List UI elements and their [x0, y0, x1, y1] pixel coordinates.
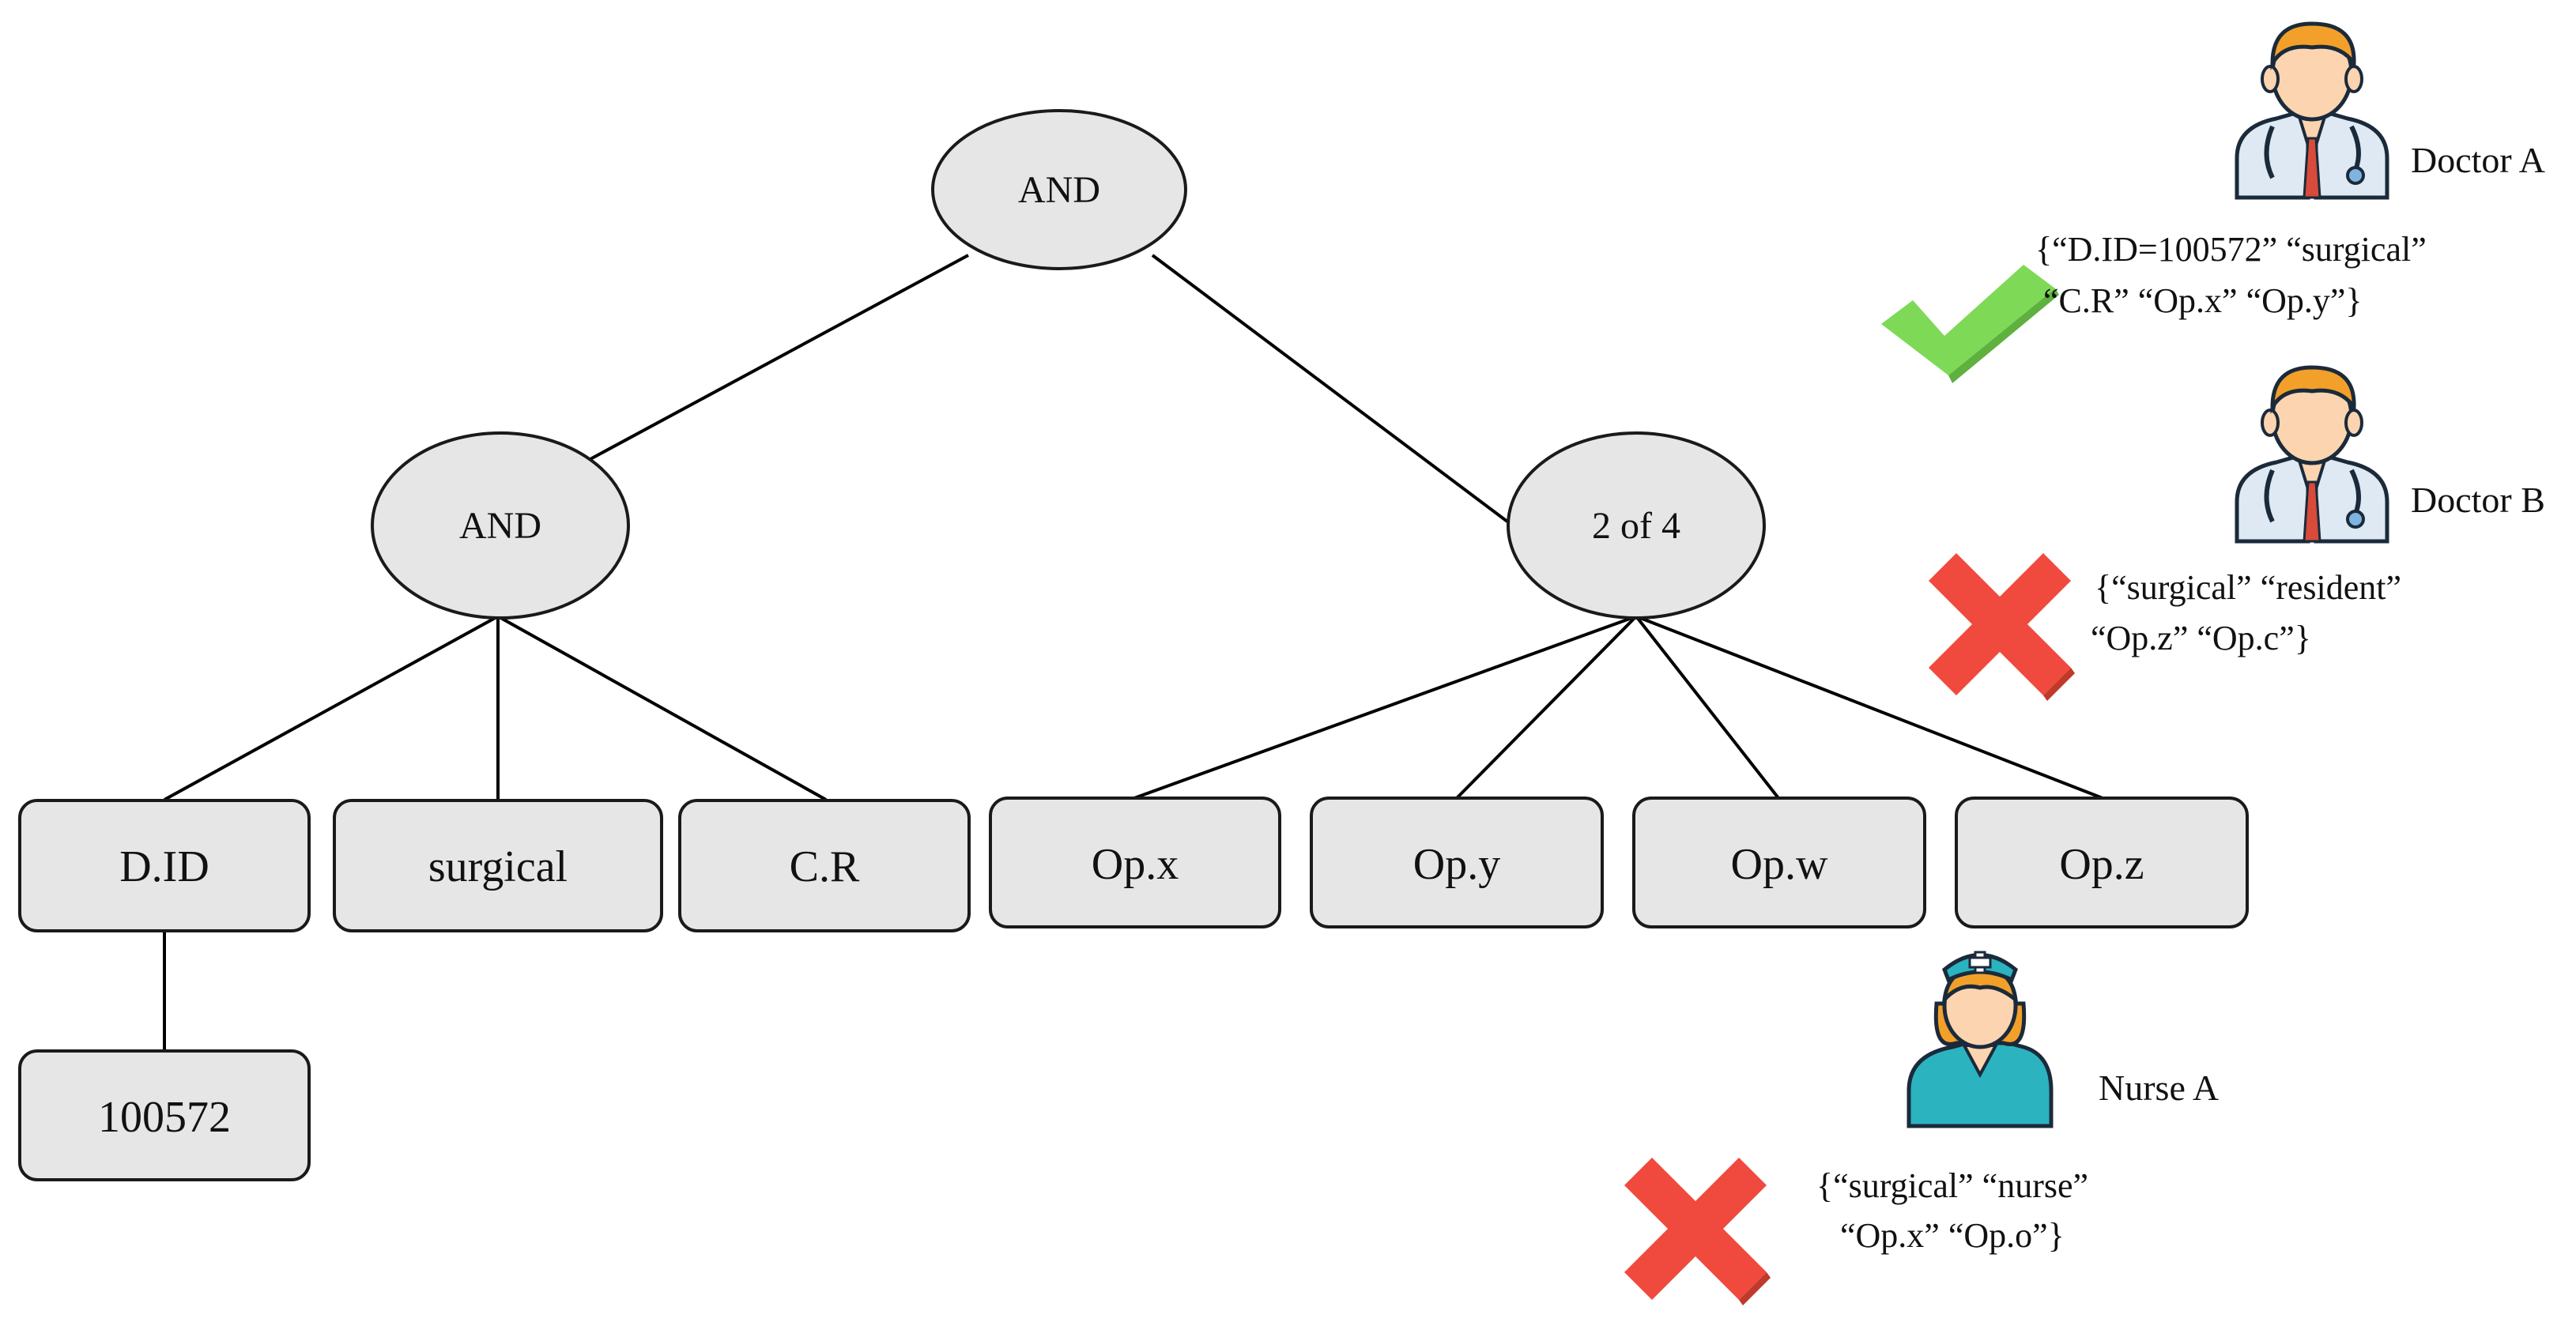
leaf-did: D.ID — [18, 799, 311, 932]
threshold-gate-label: 2 of 4 — [1592, 505, 1680, 547]
nurse-a-attributes-line1: {“surgical” “nurse” — [1816, 1166, 2088, 1205]
leaf-opx-label: Op.x — [1092, 840, 1179, 889]
cross-icon — [1929, 553, 2075, 701]
leaf-opz-label: Op.z — [2059, 840, 2144, 889]
edge-right-opx — [1133, 615, 1637, 800]
edge-root-right — [1151, 254, 1509, 523]
tree-edges — [163, 254, 2103, 1051]
leaf-surgical: surgical — [333, 799, 663, 932]
root-gate: AND — [931, 109, 1187, 270]
cross-icon — [1624, 1158, 1771, 1305]
doctor-a-name: Doctor A — [2411, 140, 2545, 180]
leaf-opx: Op.x — [989, 797, 1281, 928]
left-gate-label: AND — [459, 505, 541, 547]
edge-right-opw — [1635, 615, 1780, 800]
nurse-icon — [1907, 951, 2054, 1128]
leaf-cr-label: C.R — [790, 842, 860, 891]
doctor-b-name: Doctor B — [2411, 480, 2545, 520]
edge-root-left — [588, 254, 969, 461]
doctor-icon — [2235, 21, 2389, 200]
leaf-100572: 100572 — [18, 1049, 311, 1181]
doctor-b-group: Doctor B {“surgical” “resident” “Op.z” “… — [1929, 365, 2545, 701]
doctor-b-attributes-line2: “Op.z” “Op.c”} — [2091, 619, 2311, 657]
doctor-b-attributes-line1: {“surgical” “resident” — [2095, 568, 2401, 607]
leaf-opw: Op.w — [1632, 797, 1926, 928]
leaf-opy: Op.y — [1310, 797, 1604, 928]
doctor-a-group: Doctor A {“D.ID=100572” “surgical” “C.R”… — [1881, 21, 2545, 383]
edge-right-opy — [1455, 615, 1638, 800]
doctor-a-attributes-line1: {“D.ID=100572” “surgical” — [2035, 230, 2427, 269]
leaf-100572-label: 100572 — [98, 1093, 231, 1142]
leaf-opz: Op.z — [1955, 797, 2249, 928]
root-gate-label: AND — [1018, 169, 1100, 211]
edge-left-cr — [497, 615, 827, 801]
edge-left-did — [164, 615, 499, 801]
check-icon — [1881, 265, 2059, 383]
threshold-gate: 2 of 4 — [1507, 431, 1766, 620]
leaf-cr: C.R — [678, 799, 971, 932]
edge-right-opz — [1635, 615, 2103, 800]
nurse-a-group: Nurse A {“surgical” “nurse” “Op.x” “Op.o… — [1624, 951, 2219, 1305]
nurse-a-name: Nurse A — [2099, 1068, 2219, 1108]
leaf-surgical-label: surgical — [428, 842, 568, 891]
leaf-opw-label: Op.w — [1731, 840, 1828, 889]
left-gate: AND — [371, 431, 630, 620]
leaf-opy-label: Op.y — [1413, 840, 1500, 889]
doctor-a-attributes-line2: “C.R” “Op.x” “Op.y”} — [2043, 281, 2363, 320]
leaf-did-label: D.ID — [119, 842, 209, 891]
doctor-icon — [2235, 365, 2389, 544]
nurse-a-attributes-line2: “Op.x” “Op.o”} — [1840, 1216, 2065, 1255]
